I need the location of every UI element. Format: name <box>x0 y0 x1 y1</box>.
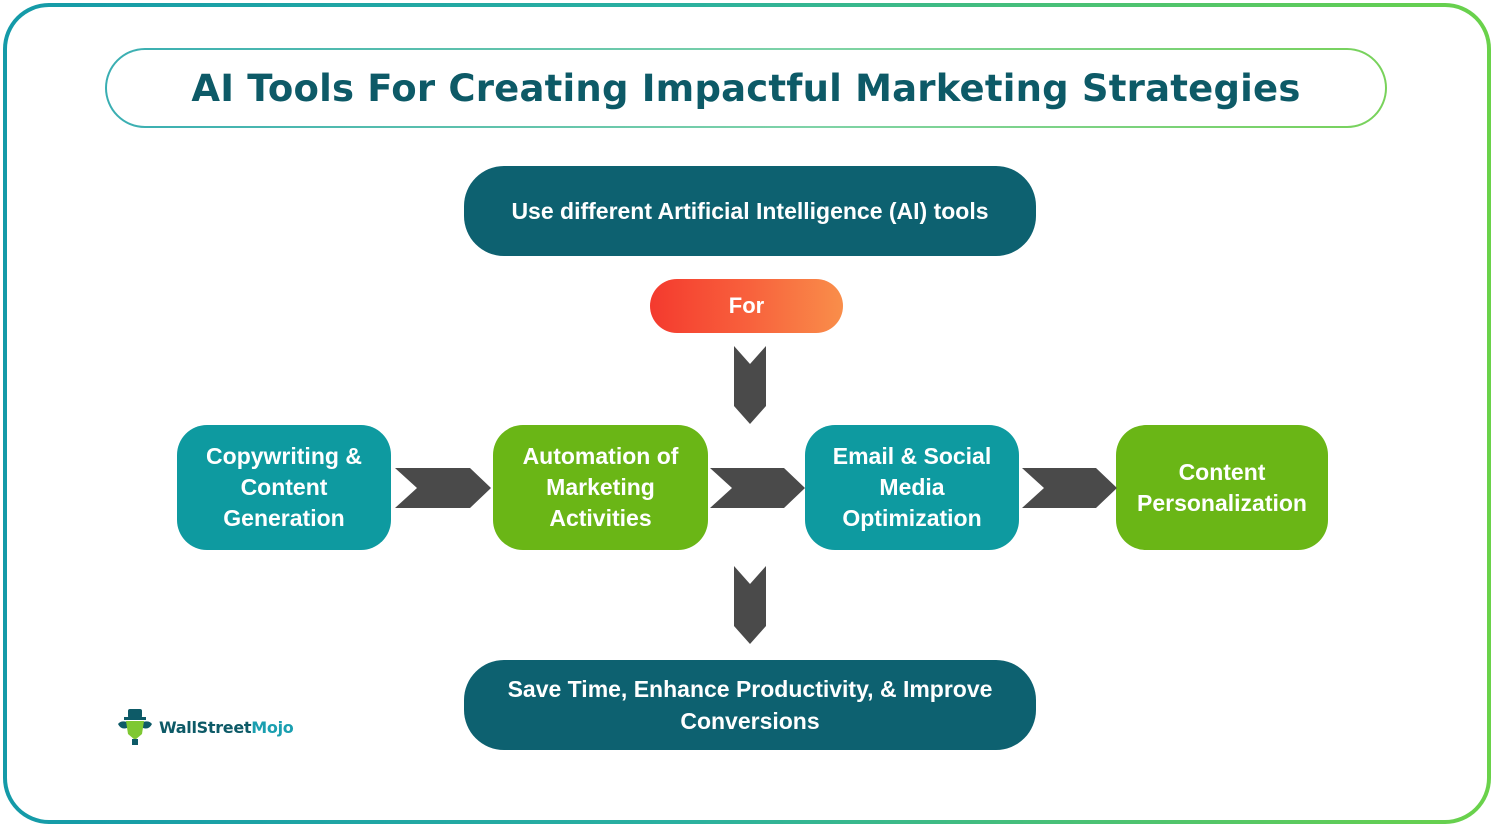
logo-text-mojo: Mojo <box>251 717 294 737</box>
result-node: Save Time, Enhance Productivity, & Impro… <box>464 660 1036 750</box>
wallstreetmojo-logo: WallStreetMojo <box>115 708 294 746</box>
logo-text-wallstreet: WallStreet <box>159 717 252 737</box>
right-arrow-icon <box>710 468 805 508</box>
down-arrow-icon <box>734 566 766 644</box>
page-title: AI Tools For Creating Impactful Marketin… <box>191 66 1301 110</box>
step-personalization: Content Personalization <box>1116 425 1328 550</box>
down-arrow-icon <box>734 346 766 424</box>
right-arrow-icon <box>1022 468 1117 508</box>
right-arrow-icon <box>395 468 491 508</box>
top-node: Use different Artificial Intelligence (A… <box>464 166 1036 256</box>
step-email-social: Email & Social Media Optimization <box>805 425 1019 550</box>
logo-mascot-icon <box>118 709 152 745</box>
step-automation: Automation of Marketing Activities <box>493 425 708 550</box>
title-banner: AI Tools For Creating Impactful Marketin… <box>105 48 1387 128</box>
for-connector-badge: For <box>650 279 843 333</box>
step-copywriting: Copywriting & Content Generation <box>177 425 391 550</box>
